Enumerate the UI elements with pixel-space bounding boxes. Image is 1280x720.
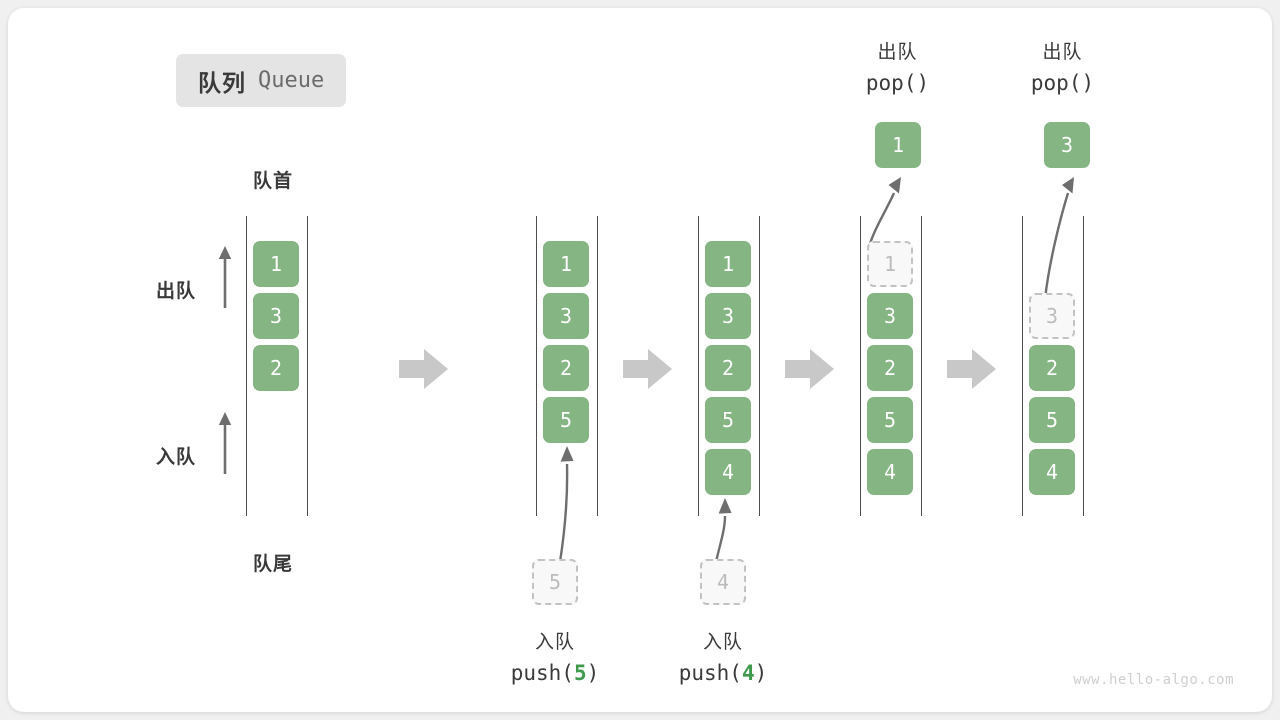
code-suffix: ) [586, 661, 600, 686]
push-arrow-icon [714, 498, 732, 563]
code-suffix: ) [754, 661, 768, 686]
queue-rail-right [1083, 216, 1084, 516]
operation-label-cn: 出队 [877, 42, 918, 63]
diagram-card: 队列 Queue 队首 队尾 出队 入队 1 3 2 1 3 2 5 [8, 8, 1272, 712]
operation-label-cn: 入队 [702, 632, 743, 653]
queue-cell: 3 [543, 293, 589, 339]
queue-rail-left [860, 216, 861, 516]
queue-cell: 2 [543, 345, 589, 391]
queue-rail-right [759, 216, 760, 516]
incoming-ghost-cell: 4 [700, 559, 746, 605]
push-arrow-icon [558, 446, 574, 563]
queue-rail-right [307, 216, 308, 516]
operation-label-code: pop() [865, 71, 930, 96]
queue-cell-new: 5 [543, 397, 589, 443]
operation-label-code: push(5) [455, 657, 655, 690]
queue-cell: 3 [867, 293, 913, 339]
queue-head-label: 队首 [252, 171, 293, 192]
queue-cell: 2 [705, 345, 751, 391]
popped-cell: 3 [1044, 122, 1090, 168]
incoming-ghost-cell: 5 [532, 559, 578, 605]
queue-cell: 1 [705, 241, 751, 287]
operation-label-pop-3: 出队 pop() [980, 38, 1145, 100]
queue-cell: 4 [867, 449, 913, 495]
queue-cell-ghost: 1 [867, 241, 913, 287]
dequeue-direction-arrow-icon [218, 246, 232, 308]
operation-label-cn: 入队 [534, 632, 575, 653]
queue-cell: 4 [1029, 449, 1075, 495]
enqueue-direction-label: 入队 [156, 447, 197, 468]
queue-cell: 2 [1029, 345, 1075, 391]
queue-cell: 2 [867, 345, 913, 391]
queue-rail-left [246, 216, 247, 516]
queue-cell: 5 [705, 397, 751, 443]
title-badge: 队列 Queue [176, 54, 347, 107]
queue-cell: 1 [543, 241, 589, 287]
queue-cell: 1 [253, 241, 299, 287]
queue-rail-left [536, 216, 537, 516]
pop-arrow-icon [867, 177, 901, 248]
queue-cell: 5 [867, 397, 913, 443]
queue-rail-right [921, 216, 922, 516]
transition-arrow-icon [785, 349, 834, 389]
queue-rail-right [597, 216, 598, 516]
queue-cell-new: 4 [705, 449, 751, 495]
code-argument: 4 [741, 661, 755, 686]
queue-cell-ghost: 3 [1029, 293, 1075, 339]
watermark: www.hello-algo.com [1073, 672, 1234, 688]
code-prefix: push( [510, 661, 574, 686]
queue-cell: 3 [705, 293, 751, 339]
operation-label-cn: 出队 [1042, 42, 1083, 63]
operation-label-push-4: 入队 push(4) [623, 628, 823, 690]
popped-cell: 1 [875, 122, 921, 168]
title-cn: 队列 [198, 69, 246, 96]
transition-arrow-icon [623, 349, 672, 389]
transition-arrow-icon [947, 349, 996, 389]
operation-label-code: push(4) [623, 657, 823, 690]
queue-cell: 5 [1029, 397, 1075, 443]
operation-label-push-5: 入队 push(5) [455, 628, 655, 690]
operation-label-pop-1: 出队 pop() [815, 38, 980, 100]
dequeue-direction-label: 出队 [156, 281, 197, 302]
title-en: Queue [258, 68, 325, 93]
queue-rail-left [1022, 216, 1023, 516]
code-prefix: push( [678, 661, 742, 686]
queue-rail-left [698, 216, 699, 516]
code-argument: 5 [573, 661, 587, 686]
pop-arrow-icon [1043, 177, 1074, 300]
enqueue-direction-arrow-icon [218, 412, 232, 474]
transition-arrow-icon [399, 349, 448, 389]
queue-tail-label: 队尾 [252, 554, 293, 575]
queue-cell: 3 [253, 293, 299, 339]
queue-cell: 2 [253, 345, 299, 391]
operation-label-code: pop() [1030, 71, 1095, 96]
